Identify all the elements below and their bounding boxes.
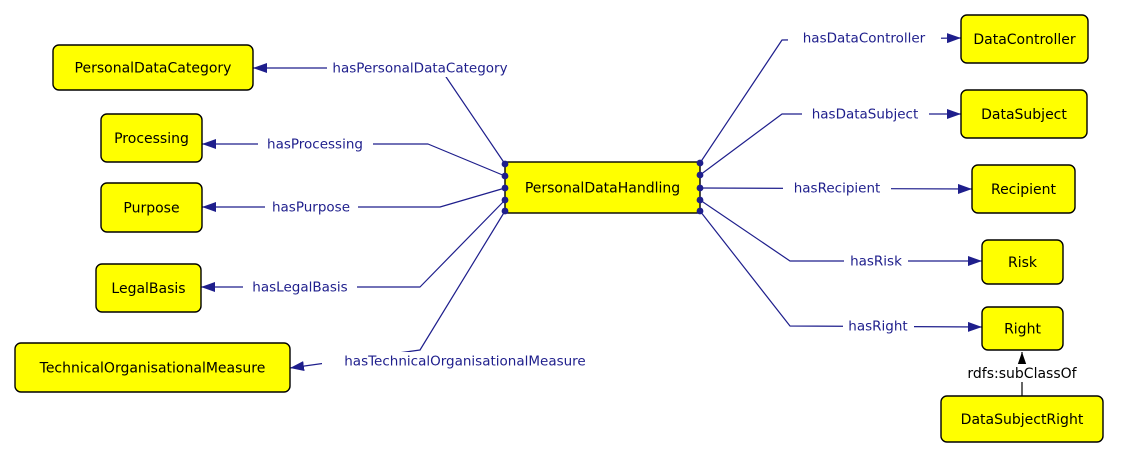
port-dot xyxy=(501,160,509,168)
node-technical-organisational-measure-box xyxy=(14,342,291,393)
node-data-controller: DataController xyxy=(960,14,1089,64)
node-purpose-box xyxy=(100,182,203,233)
node-legal-basis-box xyxy=(95,263,202,313)
node-data-subject-right-box xyxy=(940,395,1104,443)
port-dot xyxy=(501,172,509,180)
port-dot xyxy=(501,184,509,192)
edge-layer xyxy=(201,33,1027,396)
node-processing: Processing xyxy=(100,113,203,163)
edge-label-mask xyxy=(327,59,513,77)
port-dot xyxy=(696,184,704,192)
node-personal-data-category: PersonalDataCategory xyxy=(52,44,254,91)
node-legal-basis: LegalBasis xyxy=(95,263,202,313)
edge-has-risk xyxy=(699,199,982,266)
edge-label-has-data-controller: hasDataController xyxy=(803,31,926,47)
node-personal-data-handling: PersonalDataHandling xyxy=(504,161,701,214)
node-purpose-label: Purpose xyxy=(123,200,179,216)
edge-label-has-processing: hasProcessing xyxy=(267,137,363,153)
port-dot xyxy=(501,207,509,215)
node-data-controller-box xyxy=(960,14,1089,64)
edge-label-has-risk: hasRisk xyxy=(850,254,902,270)
port-dot xyxy=(696,196,704,204)
edge-label-has-legal-basis: hasLegalBasis xyxy=(252,280,347,296)
port-layer xyxy=(501,159,704,215)
edge-label-has-recipient: hasRecipient xyxy=(794,181,881,197)
edge-label-has-right: hasRight xyxy=(848,319,907,335)
node-risk-label: Risk xyxy=(1008,255,1038,271)
node-processing-label: Processing xyxy=(114,131,189,147)
edge-label-mask xyxy=(788,29,941,47)
edge-label-mask xyxy=(783,179,891,197)
node-data-subject: DataSubject xyxy=(960,89,1088,139)
node-risk: Risk xyxy=(981,239,1064,285)
node-recipient: Recipient xyxy=(971,164,1076,214)
edge-label-mask xyxy=(843,317,914,335)
edge-label-mask xyxy=(802,105,929,123)
edge-label-layer: hasPersonalDataCategory hasProcessing ha… xyxy=(243,29,1090,382)
node-risk-box xyxy=(981,239,1064,285)
port-dot xyxy=(696,159,704,167)
edge-label-mask xyxy=(322,352,609,370)
edge-label-has-personal-data-category: hasPersonalDataCategory xyxy=(332,61,507,77)
node-legal-basis-label: LegalBasis xyxy=(111,281,185,297)
node-data-subject-right-label: DataSubjectRight xyxy=(961,412,1084,428)
node-technical-organisational-measure-label: TechnicalOrganisationalMeasure xyxy=(39,360,266,376)
edge-label-mask xyxy=(844,252,908,270)
edge-label-has-purpose: hasPurpose xyxy=(272,200,350,216)
node-personal-data-category-label: PersonalDataCategory xyxy=(75,60,232,76)
node-data-subject-right: DataSubjectRight xyxy=(940,395,1104,443)
edge-label-rdfs-subclassof: rdfs:subClassOf xyxy=(967,366,1077,382)
node-recipient-box xyxy=(971,164,1076,214)
edge-label-has-data-subject: hasDataSubject xyxy=(812,107,919,123)
port-dot xyxy=(696,171,704,179)
port-dot xyxy=(696,207,704,215)
edge-label-mask xyxy=(953,364,1090,382)
node-right-box xyxy=(981,306,1064,351)
node-personal-data-handling-label: PersonalDataHandling xyxy=(525,180,680,196)
edge-label-mask xyxy=(258,135,373,153)
node-technical-organisational-measure: TechnicalOrganisationalMeasure xyxy=(14,342,291,393)
node-purpose: Purpose xyxy=(100,182,203,233)
node-recipient-label: Recipient xyxy=(991,182,1057,198)
edge-label-mask xyxy=(265,198,358,216)
node-processing-box xyxy=(100,113,203,163)
edge-label-mask xyxy=(243,278,357,296)
edge-has-right xyxy=(699,210,983,332)
node-layer: PersonalDataHandling PersonalDataCategor… xyxy=(14,14,1104,443)
node-right: Right xyxy=(981,306,1064,351)
port-dot xyxy=(501,196,509,204)
node-right-label: Right xyxy=(1004,321,1041,337)
node-data-controller-label: DataController xyxy=(973,32,1076,48)
node-personal-data-category-box xyxy=(52,44,254,91)
edge-has-data-subject xyxy=(699,109,961,176)
node-data-subject-label: DataSubject xyxy=(981,107,1067,123)
node-data-subject-box xyxy=(960,89,1088,139)
edge-has-data-controller xyxy=(699,33,962,164)
edge-label-has-technical-organisational-measure: hasTechnicalOrganisationalMeasure xyxy=(344,354,586,370)
